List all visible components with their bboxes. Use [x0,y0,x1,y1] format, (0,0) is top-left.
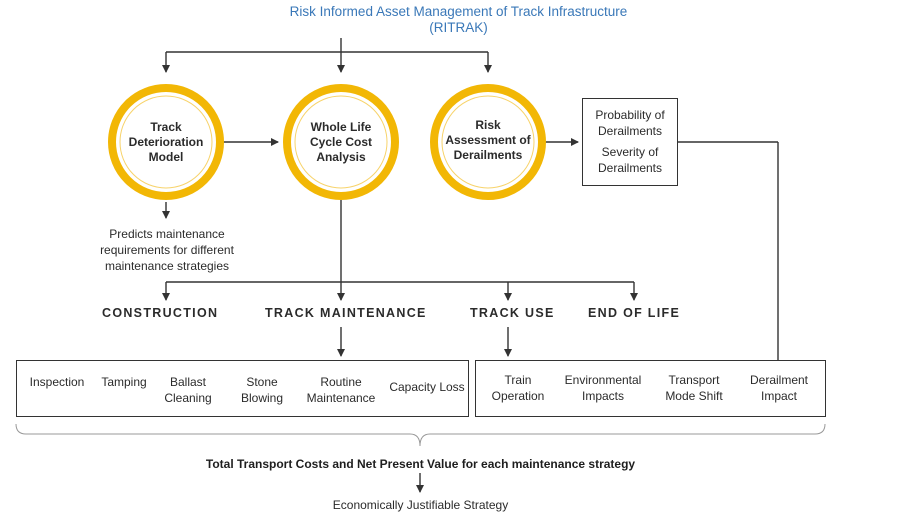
predicts-line-2: requirements for different [100,243,234,257]
risk-line-1: Risk [475,117,501,132]
phase-track-maintenance: TRACK MAINTENANCE [265,306,427,320]
maintenance-activities-box [16,360,469,417]
use-item: Train Operation [481,372,555,404]
wlcc-line-1: Whole Life [310,119,372,134]
severity-line-1: Severity of [601,145,659,159]
prob-line-1: Probability of [595,108,665,122]
deterioration-circle [108,84,224,200]
deterioration-line-3: Model [148,149,184,164]
predicts-line-3: maintenance strategies [104,259,230,273]
use-item: Environmental Impacts [558,372,648,404]
transport-line-2: Mode Shift [665,389,723,403]
phase-end-of-life: END OF LIFE [588,306,681,320]
maintenance-item: Ballast Cleaning [156,374,220,406]
derailment-line-1: Derailment [749,373,809,387]
maintenance-item: Capacity Loss [386,379,468,395]
maintenance-item: Tamping [94,374,154,390]
transport-line-1: Transport [668,373,720,387]
predicts-note: Predicts maintenance requirements for di… [70,226,264,274]
title-line-1: Risk Informed Asset Management of Track … [289,4,628,19]
summary-brace [15,423,826,447]
wlcc-circle [283,84,399,200]
wlcc-label: Whole Life Cycle Cost Analysis [291,96,391,188]
use-item: Derailment Impact [740,372,818,404]
phase-track-use: TRACK USE [470,306,555,320]
prob-line-2: Derailments [597,124,663,138]
routine-line-2: Maintenance [306,391,376,405]
capacity-loss-label: Capacity Loss [389,380,465,394]
wlcc-line-3: Analysis [316,149,366,164]
environmental-line-2: Impacts [581,389,624,403]
risk-label: Risk Assessment of Derailments [434,94,542,186]
inspection-label: Inspection [29,375,85,389]
tamping-label: Tamping [101,375,147,389]
total-costs-label: Total Transport Costs and Net Present Va… [205,457,636,471]
train-line-1: Train [504,373,532,387]
maintenance-item: Stone Blowing [230,374,294,406]
derailment-line-2: Impact [760,389,797,403]
stone-line-1: Stone [246,375,278,389]
deterioration-line-1: Track [150,119,182,134]
maintenance-item: Inspection [22,374,92,390]
risk-line-2: Assessment of [445,132,531,147]
economic-strategy-label: Economically Justifiable Strategy [332,498,509,512]
probability-box: Probability of Derailments Severity of D… [582,98,678,186]
train-line-2: Operation [491,389,545,403]
track-use-box [475,360,826,417]
phase-construction: CONSTRUCTION [102,306,219,320]
predicts-line-1: Predicts maintenance [109,227,225,241]
ballast-line-1: Ballast [169,375,207,389]
use-item: Transport Mode Shift [656,372,732,404]
ballast-line-2: Cleaning [164,391,212,405]
wlcc-line-2: Cycle Cost [309,134,373,149]
maintenance-item: Routine Maintenance [302,374,380,406]
severity-line-2: Derailments [597,161,663,175]
stone-line-2: Blowing [240,391,284,405]
deterioration-line-2: Deterioration [128,134,204,149]
routine-line-1: Routine [320,375,362,389]
risk-circle [430,84,546,200]
title-line-2: (RITRAK) [429,20,488,35]
environmental-line-1: Environmental [564,373,642,387]
risk-line-3: Derailments [453,147,523,162]
deterioration-label: Track Deterioration Model [116,96,216,188]
diagram-title: Risk Informed Asset Management of Track … [0,4,917,36]
